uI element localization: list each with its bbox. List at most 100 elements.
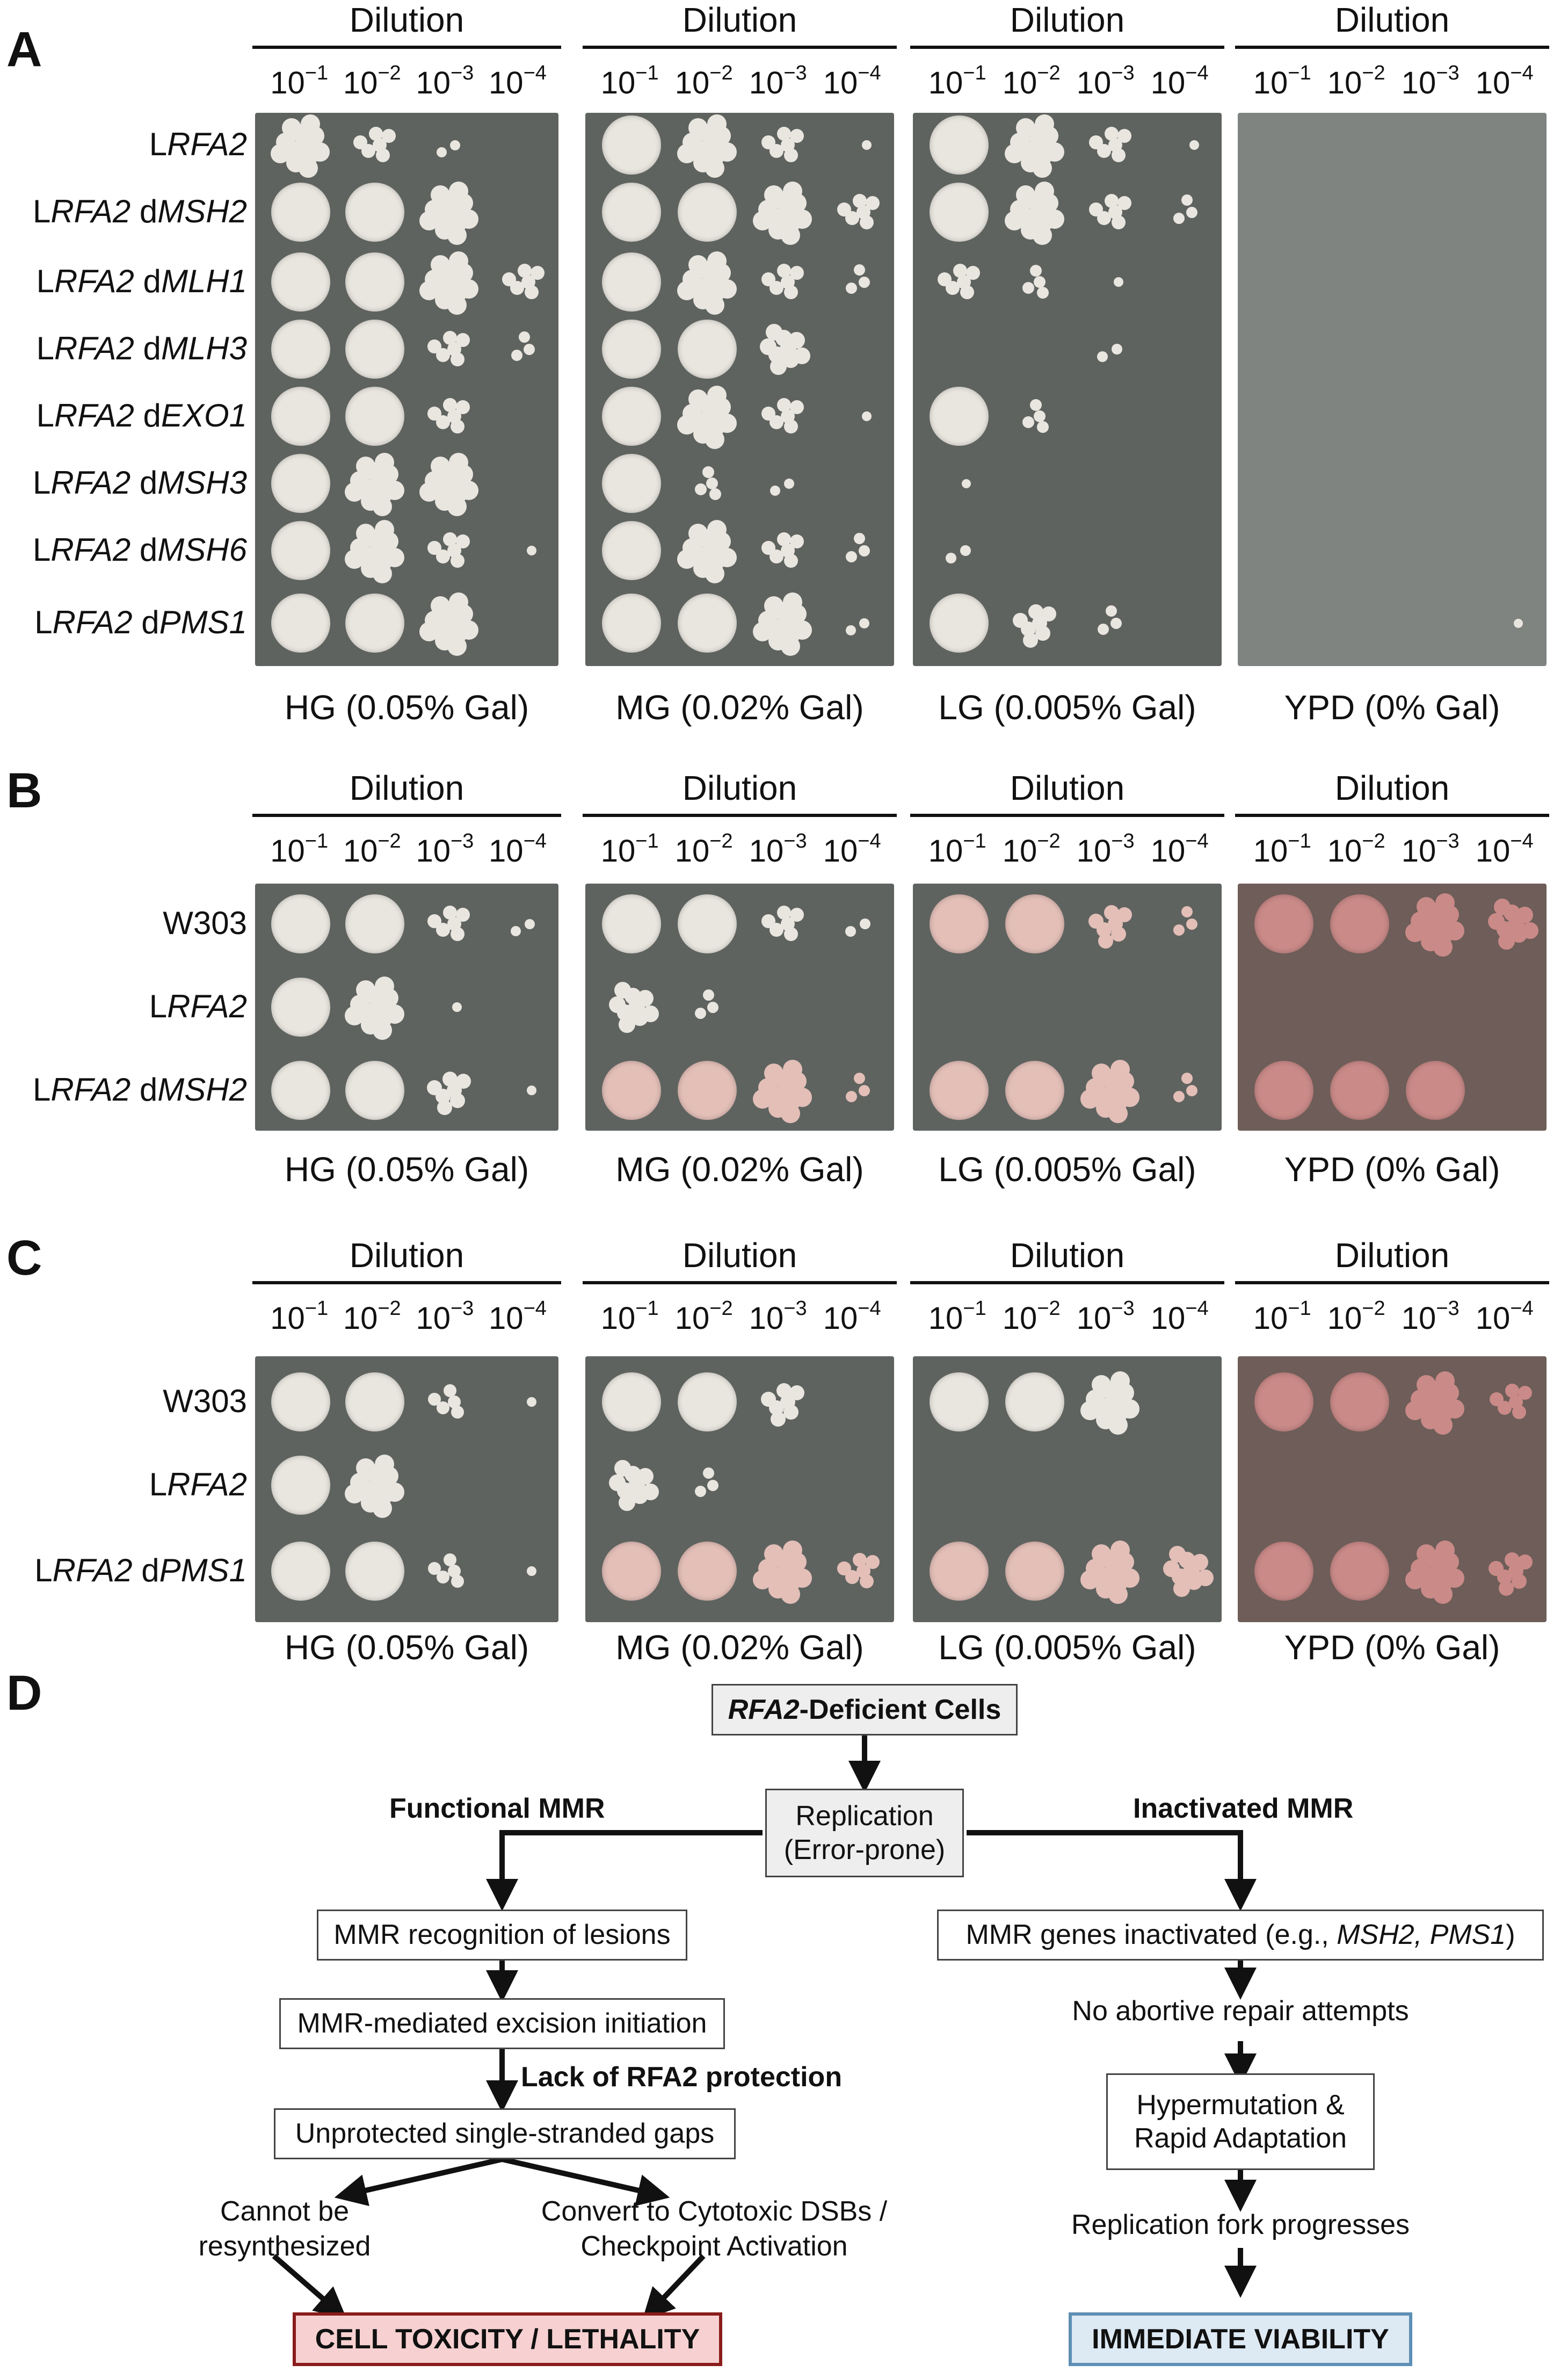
colony-spot xyxy=(930,1542,989,1601)
colony-dot xyxy=(1098,624,1109,635)
dilution-tick: 10−3 xyxy=(1076,1297,1135,1336)
colony-dot xyxy=(1405,922,1425,942)
colony-dot xyxy=(373,1020,393,1040)
colony-spot xyxy=(345,387,405,446)
colony-spot xyxy=(271,1456,330,1515)
dilution-tick: 10−1 xyxy=(600,62,659,100)
colony-dot xyxy=(845,925,856,937)
colony-dot xyxy=(764,596,784,616)
colony-dot xyxy=(789,266,804,280)
colony-dot xyxy=(705,158,725,178)
strain-prefix: L xyxy=(36,263,54,299)
colony-dot xyxy=(1092,1063,1112,1083)
colony-spot xyxy=(678,320,737,379)
convert-line1: Convert to Cytotoxic DSBs / xyxy=(541,2196,888,2227)
colony-dot xyxy=(706,478,718,489)
dilution-tick: 10−2 xyxy=(1327,62,1385,100)
colony-dot xyxy=(753,1570,773,1589)
agar-plate-a-4 xyxy=(1238,113,1547,666)
colony-dot xyxy=(707,519,727,539)
colony-dot xyxy=(854,1072,866,1084)
dilution-tick: 10−4 xyxy=(489,62,547,100)
colony-spot xyxy=(271,387,330,446)
colony-spot xyxy=(678,594,737,653)
strain-gene: RFA2 xyxy=(167,988,247,1024)
dilution-tick: 10−2 xyxy=(343,1297,401,1336)
colony-dot xyxy=(1186,918,1197,930)
colony-dot xyxy=(1080,1400,1100,1420)
arrow-left-split-b xyxy=(501,2157,670,2207)
colony-dot xyxy=(436,147,447,157)
strain-deletion-prefix: d xyxy=(130,1072,158,1108)
colony-dot xyxy=(789,908,804,922)
colony-dot xyxy=(1108,1103,1128,1123)
dilution-tick: 10−2 xyxy=(674,62,733,100)
colony-dot xyxy=(356,456,376,476)
condition-label-b-3: LG (0.005% Gal) xyxy=(938,1150,1196,1189)
colony-dot xyxy=(776,906,791,920)
condition-label-b-2: MG (0.02% Gal) xyxy=(615,1150,864,1189)
colony-dot xyxy=(1505,1384,1519,1398)
colony-dot xyxy=(1104,127,1119,141)
colony-dot xyxy=(443,532,458,547)
colony-dot xyxy=(837,203,851,217)
colony-dot xyxy=(783,285,798,300)
colony-dot xyxy=(1435,1540,1455,1560)
strain-label-b-2: LRFA2 xyxy=(149,988,247,1025)
dilution-rule xyxy=(910,46,1224,49)
colony-dot xyxy=(1088,203,1103,217)
colony-spot xyxy=(271,978,330,1037)
colony-dot xyxy=(419,280,439,300)
colony-dot xyxy=(1173,1091,1185,1103)
colony-dot xyxy=(368,127,383,141)
strain-deletion-prefix: d xyxy=(130,193,158,229)
colony-dot xyxy=(430,185,450,205)
colony-spot xyxy=(602,252,662,312)
mmr-excision-box: MMR-mediated excision initiation xyxy=(279,1998,725,2049)
colony-dot xyxy=(783,148,798,163)
colony-spot xyxy=(345,1542,405,1601)
strain-prefix: L xyxy=(149,1466,168,1502)
colony-dot xyxy=(677,549,697,569)
colony-spot xyxy=(1254,1542,1314,1601)
colony-dot xyxy=(1498,932,1515,950)
colony-dot xyxy=(419,482,439,502)
colony-spot xyxy=(345,252,405,312)
cannot-line2: resynthesized xyxy=(198,2231,371,2262)
condition-label-a-3: LG (0.005% Gal) xyxy=(938,688,1196,727)
colony-dot xyxy=(384,1482,404,1502)
strain-deleted-gene: EXO1 xyxy=(161,397,247,433)
colony-dot xyxy=(859,618,870,628)
dilution-rule xyxy=(910,1281,1224,1284)
colony-dot xyxy=(1405,1400,1425,1420)
colony-dot xyxy=(846,625,856,635)
colony-dot xyxy=(450,420,464,434)
colony-dot xyxy=(1517,1554,1533,1570)
colony-dot xyxy=(688,523,708,543)
colony-spot xyxy=(1005,894,1065,953)
colony-dot xyxy=(637,990,654,1007)
strain-prefix: L xyxy=(36,330,54,366)
colony-dot xyxy=(455,1074,471,1089)
colony-spot xyxy=(678,1061,737,1120)
colony-dot xyxy=(1037,286,1049,299)
colony-dot xyxy=(1173,924,1185,936)
colony-dot xyxy=(1108,1415,1128,1435)
colony-dot xyxy=(459,481,479,500)
colony-dot xyxy=(1163,1560,1180,1577)
colony-dot xyxy=(753,621,773,641)
dilution-rule xyxy=(1235,46,1549,49)
strain-label-c-3: LRFA2 dPMS1 xyxy=(34,1552,247,1589)
no-abortive-repair-text: No abortive repair attempts xyxy=(1072,1995,1409,2027)
dilution-tick: 10−3 xyxy=(1401,1297,1460,1336)
colony-dot xyxy=(430,456,450,476)
dilution-tick: 10−1 xyxy=(928,62,986,100)
colony-dot xyxy=(1111,344,1122,355)
colony-dot xyxy=(447,225,467,245)
colony-dot xyxy=(717,279,737,299)
colony-dot xyxy=(858,545,870,556)
colony-dot xyxy=(1106,605,1117,617)
colony-dot xyxy=(1029,399,1042,411)
mmr-genes-pre: MMR genes inactivated (e.g., xyxy=(966,1919,1337,1951)
colony-spot xyxy=(602,387,662,446)
